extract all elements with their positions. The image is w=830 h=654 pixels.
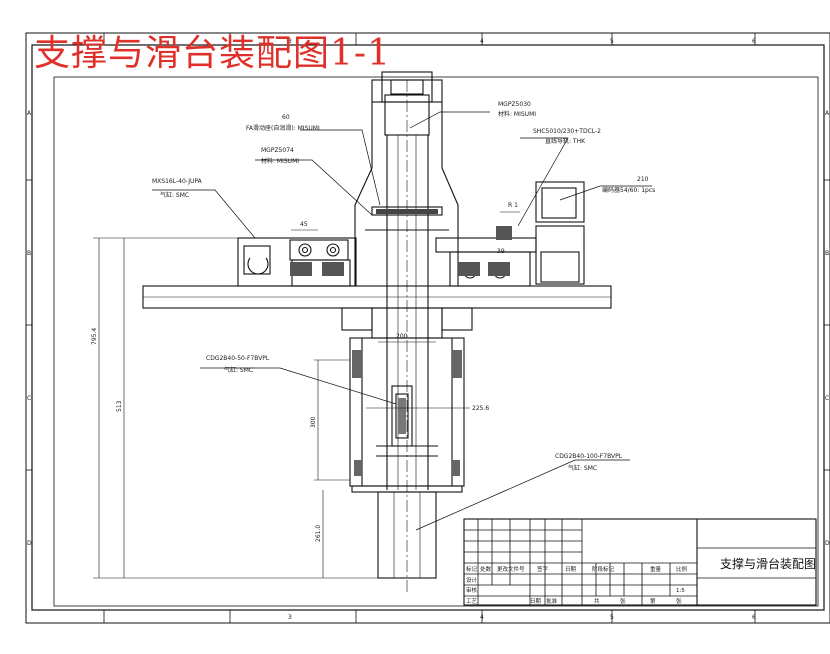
base-plate — [142, 285, 612, 309]
callout-label: SHC5010/230+TDCL-2 — [533, 128, 601, 135]
callout-label: MXS16L-40-JUPA — [152, 178, 203, 185]
zone-ticks — [26, 33, 830, 623]
page-title: 支撑与滑台装配图1-1 — [34, 33, 391, 74]
title-block-label: 张 — [620, 597, 626, 605]
dimension-label: 261.0 — [315, 525, 322, 542]
dimension-label: 225.6 — [472, 405, 489, 412]
title-block-label: 标记 — [466, 565, 478, 573]
dimension-label: R 1 — [508, 202, 518, 209]
title-block-label: 张 — [676, 597, 682, 605]
leader-lines — [152, 111, 652, 531]
title-block-label: 批准 — [546, 597, 558, 605]
title-block-label: 日期 — [565, 566, 577, 573]
title-block-value: 1:5 — [676, 588, 685, 594]
dimension-label: 513 — [116, 400, 123, 412]
right-slide — [435, 181, 585, 287]
zone-number: 6 — [752, 38, 756, 45]
inner-border — [31, 44, 825, 611]
callout-label: 210 — [637, 176, 649, 183]
bushing-ring — [376, 209, 438, 214]
housing-hatch — [352, 350, 462, 476]
zone-number: 3 — [288, 38, 292, 45]
title-block-label: 共 — [594, 597, 600, 605]
zone-letter: A — [27, 110, 32, 117]
zone-number: 6 — [752, 614, 756, 621]
dimension-label: 39 — [497, 248, 505, 255]
callout-label: CDG2B40-100-F7BVPL — [555, 453, 623, 460]
title-block-label: 设计 — [466, 576, 478, 584]
zone-letter: A — [825, 110, 830, 117]
callout-label: 编码器54/60: 1pcs — [602, 186, 655, 194]
title-block-label: 更改文件号 — [497, 565, 525, 573]
dimension-label: 300 — [310, 416, 317, 428]
title-block-label: 重量 — [650, 565, 662, 573]
callout-label: MGPZ5074 — [261, 147, 294, 154]
dimension-lines — [93, 211, 520, 579]
zone-letter: D — [27, 540, 32, 547]
drawing-area — [53, 76, 819, 607]
left-bearing — [290, 262, 344, 276]
callout-label: 气缸: SMC — [224, 366, 253, 374]
title-block-label: 阶段标记 — [592, 565, 615, 573]
title-block-label: 日期 — [530, 598, 542, 605]
callout-label: 气缸: SMC — [568, 464, 597, 472]
zone-letter: C — [27, 395, 31, 402]
left-slide — [237, 237, 357, 287]
drawing-title: 支撑与滑台装配图 — [720, 556, 816, 571]
outer-border — [25, 32, 830, 624]
callout-label: 材料: MISUMI — [498, 110, 536, 118]
callout-label: CDG2B40-50-F7BVPL — [206, 355, 270, 362]
title-block-label: 比例 — [676, 565, 688, 573]
zone-letter: B — [27, 250, 31, 257]
dimension-label: 45 — [300, 221, 308, 228]
title-block-label: 审核 — [466, 586, 478, 594]
title-block-label: 第 — [650, 597, 656, 605]
callout-label: 60 — [282, 114, 290, 121]
zone-letter: B — [825, 250, 829, 257]
title-block-label: 签字 — [537, 565, 549, 573]
dimension-label: 795.4 — [91, 328, 98, 345]
title-block-label: 工艺 — [466, 598, 478, 605]
dimension-label: 200 — [396, 333, 408, 340]
zone-number: 3 — [288, 614, 292, 621]
callout-label: FA滑动座(自润滑): MISUMI — [246, 124, 320, 132]
upper-column — [354, 71, 459, 490]
zone-number: 4 — [480, 38, 484, 45]
zone-letter: D — [825, 540, 830, 547]
callout-label: 直线导轨: THK — [545, 137, 586, 145]
callout-label: MGPZ5030 — [498, 101, 531, 108]
zone-letter: C — [825, 395, 829, 402]
zone-number: 5 — [610, 614, 614, 621]
zone-number: 5 — [610, 38, 614, 45]
title-block-label: 处数 — [480, 565, 492, 573]
right-bearing — [458, 226, 512, 276]
callout-label: 气缸: SMC — [160, 191, 189, 199]
callout-label: 材料: MISUMI — [261, 157, 299, 165]
zone-number: 4 — [480, 614, 484, 621]
title-block — [463, 518, 817, 606]
